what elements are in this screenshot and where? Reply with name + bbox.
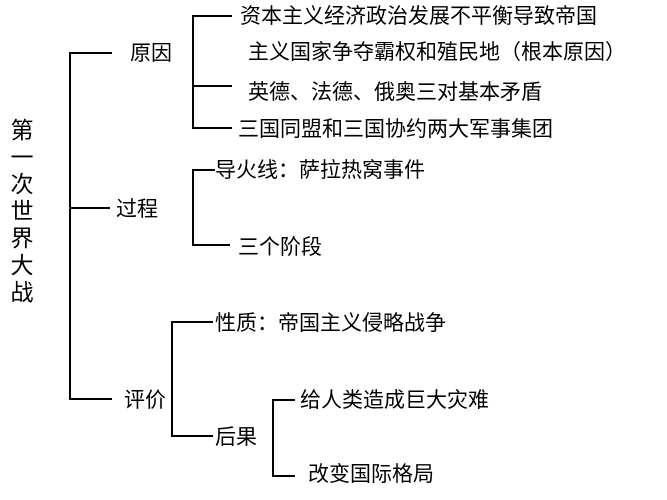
process-bracket (192, 169, 230, 246)
main-bracket (69, 52, 112, 400)
process-item: 三个阶段 (238, 235, 322, 259)
cause-item: 资本主义经济政治发展不平衡导致帝国 (240, 4, 597, 28)
cause-item: 三国同盟和三国协约两大军事集团 (238, 117, 553, 141)
cause-label: 原因 (130, 41, 172, 65)
evaluation-bracket (171, 321, 213, 437)
process-label: 过程 (116, 197, 158, 221)
consequence-item: 给人类造成巨大灾难 (300, 388, 489, 412)
consequence-label: 后果 (215, 425, 257, 449)
process-item: 导火线：萨拉热窝事件 (215, 158, 425, 182)
consequence-item: 改变国际格局 (308, 462, 434, 486)
diagram-title: 第一次世界大战 (10, 118, 34, 306)
consequence-bracket (272, 399, 295, 477)
cause-item: 主义国家争夺霸权和殖民地（根本原因） (248, 40, 626, 64)
evaluation-label: 评价 (124, 388, 166, 412)
nature-text: 性质：帝国主义侵略战争 (215, 311, 446, 335)
cause-bracket (192, 15, 232, 129)
cause-item: 英德、法德、俄奥三对基本矛盾 (248, 80, 542, 104)
